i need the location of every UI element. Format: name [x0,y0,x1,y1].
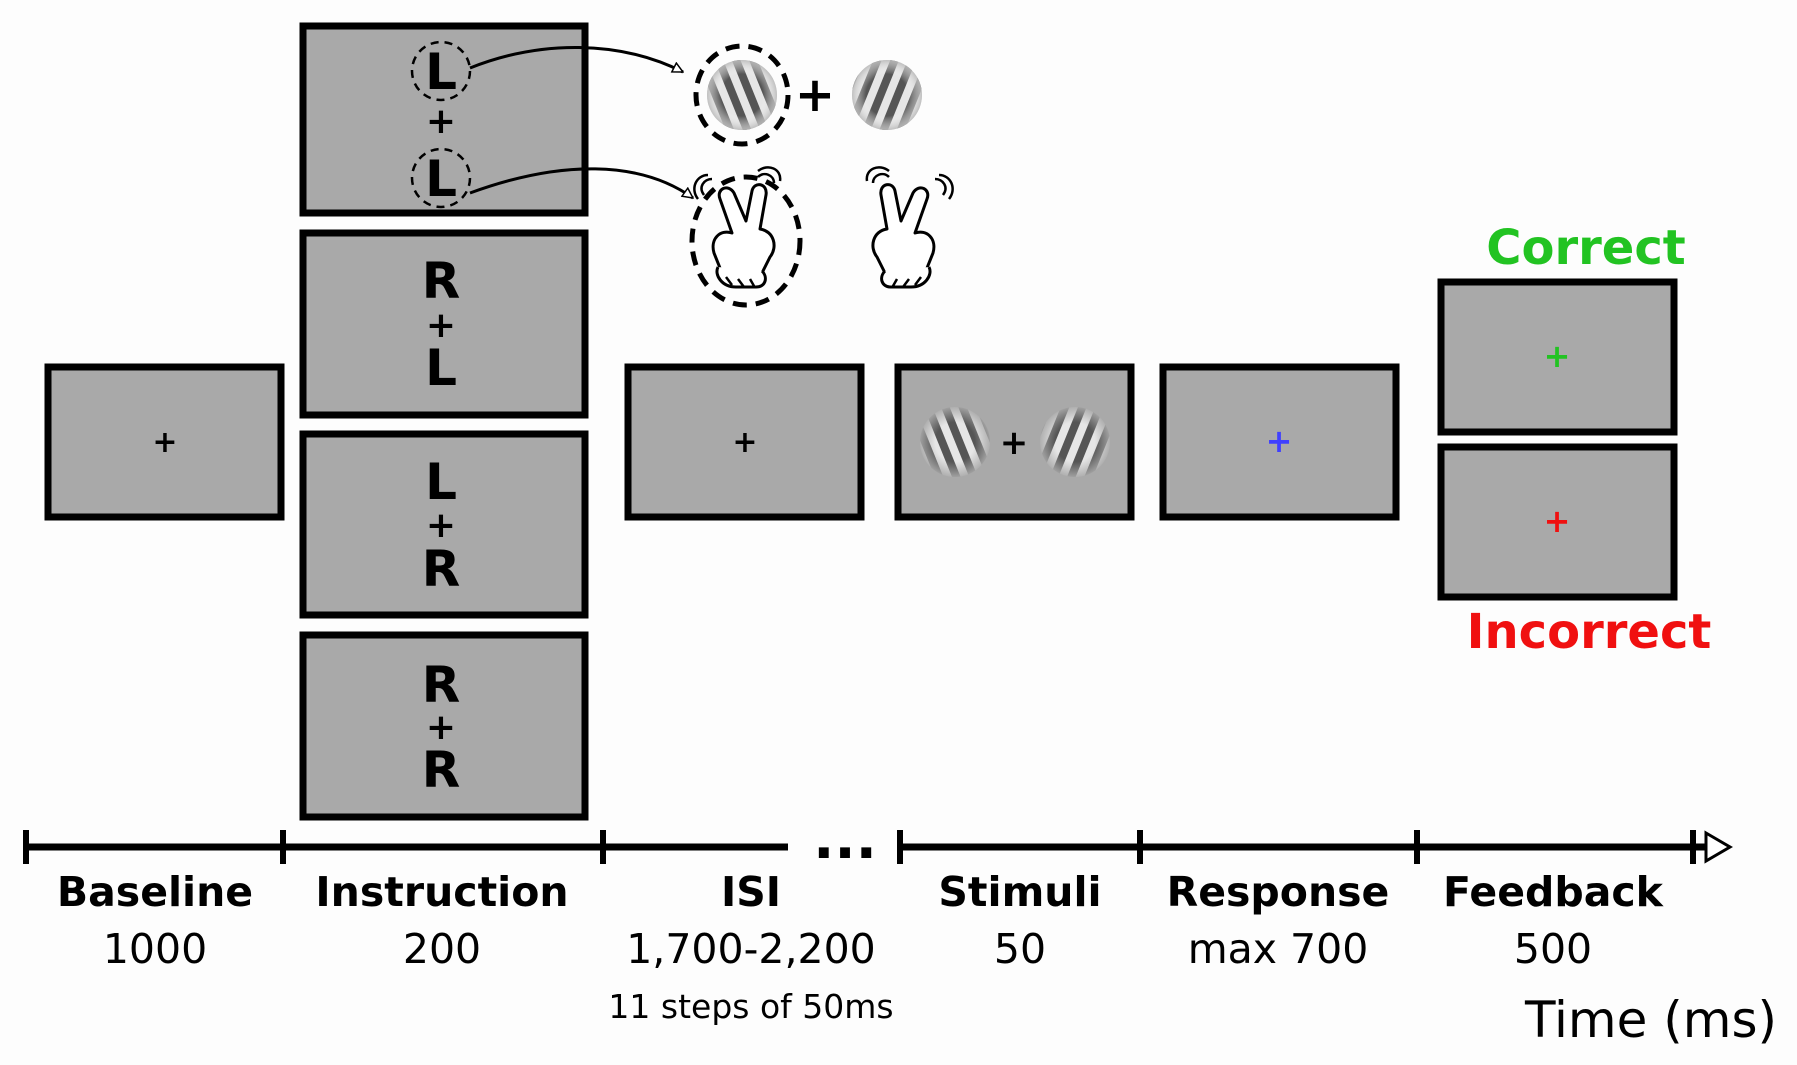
instruction-bottom-letter: R [422,741,461,799]
highlight-circle-top [410,40,472,102]
feedback-correct-screen: + [1437,278,1678,436]
response-fixation-cross: + [1266,422,1293,460]
phase-name-instruction: Instruction [315,868,568,916]
instruction-top-letter: R [422,656,461,714]
instruction-top-letter: L [425,43,457,101]
arrow-icon [469,46,683,74]
instruction-screen-2: R + L [299,229,589,419]
phase-duration-stimuli: 50 [994,925,1046,973]
instruction-top-letter: L [425,453,457,511]
phase-name-baseline: Baseline [57,868,253,916]
fixation-cross: + [152,425,177,460]
fixation-cross: + [732,425,757,460]
axis-ellipsis: ... [813,807,877,872]
phase-note-isi: 11 steps of 50ms [608,987,893,1026]
fixation-cross: + [426,101,456,142]
phase-duration-baseline: 1000 [103,925,207,973]
instruction-bottom-letter: L [425,150,457,208]
feedback-incorrect-cross: + [1544,502,1571,540]
feedback-incorrect-screen: + [1437,443,1678,601]
stimuli-screen: + [894,363,1135,521]
phase-name-feedback: Feedback [1443,868,1665,916]
feedback-incorrect-label: Incorrect [1467,604,1712,660]
instruction-screen-3: L + R [299,430,589,619]
phase-name-stimuli: Stimuli [938,868,1101,916]
highlight-ellipse-hand [689,174,803,308]
example-grating-right [852,60,922,130]
instruction-screen-1: L + L [299,22,589,217]
phase-duration-instruction: 200 [403,925,481,973]
instruction-top-letter: R [422,252,461,310]
phase-name-response: Response [1167,868,1390,916]
instruction-bottom-letter: L [425,339,457,397]
instruction-screen-4: R + R [299,631,589,821]
feedback-correct-label: Correct [1486,220,1686,276]
baseline-screen: + [44,363,285,521]
phase-duration-response: max 700 [1188,925,1369,973]
response-screen: + [1159,363,1400,521]
axis-arrowhead-icon [1704,830,1733,864]
instruction-bottom-letter: R [422,540,461,598]
example-grating-left [693,43,791,147]
arrow-icon [469,167,693,200]
hand-two-fingers-icon [865,165,955,289]
fixation-cross: + [426,505,456,546]
fixation-cross: + [795,67,835,123]
fixation-cross: + [426,707,456,748]
fixation-cross: + [426,305,456,346]
timeline-axis: ... [23,807,1733,872]
hand-two-fingers-icon [692,165,782,289]
feedback-correct-cross: + [1544,337,1571,375]
fixation-cross: + [1000,423,1029,463]
axis-title: Time (ms) [1524,991,1777,1049]
phase-name-isi: ISI [721,868,781,916]
isi-screen: + [624,363,865,521]
phase-duration-isi: 1,700-2,200 [626,925,876,973]
phase-duration-feedback: 500 [1514,925,1592,973]
highlight-circle-bottom [410,147,472,209]
